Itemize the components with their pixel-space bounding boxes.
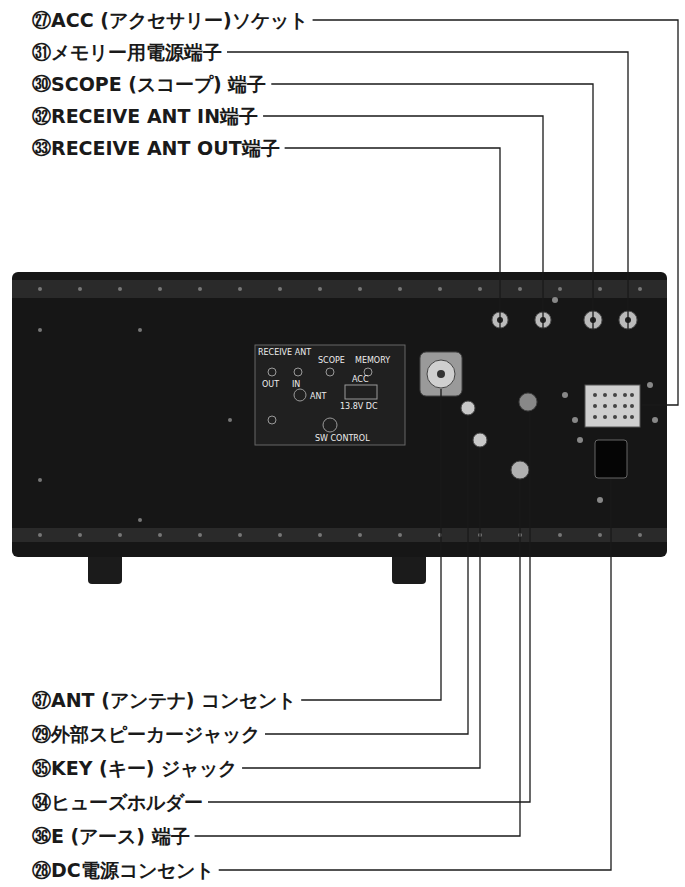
- callout-label: ㉛メモリー用電源端子: [32, 40, 222, 64]
- acc-socket: [585, 385, 640, 427]
- leader-line: [227, 52, 628, 330]
- rivets: [38, 287, 642, 537]
- callout-label: ㉞ヒューズホルダー: [32, 790, 203, 814]
- panel-marking: ANT: [310, 392, 326, 402]
- panel-marking: RECEIVE ANT: [258, 348, 311, 358]
- callout-label: ㉚SCOPE (スコープ) 端子: [32, 72, 266, 96]
- leader-line: [313, 20, 678, 405]
- speaker-jack: [461, 401, 475, 415]
- callout-label: ㉟KEY (キー) ジャック: [32, 756, 237, 780]
- panel-marking: ACC: [352, 375, 369, 385]
- leader-line: [265, 416, 468, 734]
- leader-line: [195, 480, 520, 836]
- leader-line: [242, 448, 480, 768]
- panel-marking: SCOPE: [318, 356, 345, 366]
- label-plate: [255, 345, 405, 445]
- leader-line: [219, 479, 611, 870]
- callout-label: ㉗ACC (アクセサリー)ソケット: [32, 8, 308, 32]
- top-rim: [12, 280, 667, 298]
- callout-label: ㊱E (アース) 端子: [32, 824, 190, 848]
- panel-marking: 13.8V DC: [340, 402, 378, 412]
- leader-line: [271, 84, 593, 330]
- callout-label: ㊲ANT (アンテナ) コンセント: [32, 688, 296, 712]
- callout-label: ㉜RECEIVE ANT IN端子: [32, 104, 258, 128]
- rear-housing: [12, 272, 667, 557]
- panel-marking: SW CONTROL: [315, 434, 370, 444]
- callout-label: ㉙外部スピーカージャック: [32, 722, 260, 746]
- key-jack: [473, 433, 487, 447]
- bottom-rim: [12, 528, 667, 542]
- panel-marking: IN: [292, 380, 300, 390]
- callout-label: ㉝RECEIVE ANT OUT端子: [32, 136, 280, 160]
- leader-line: [301, 389, 441, 700]
- rca-jacks: [492, 311, 637, 329]
- panel-marking: OUT: [262, 380, 279, 390]
- fuse-holder: [519, 393, 537, 411]
- leader-line: [263, 116, 543, 329]
- plate-symbols: [268, 368, 377, 432]
- leader-line: [285, 148, 500, 329]
- screws: [552, 297, 658, 503]
- dc-socket: [595, 440, 627, 478]
- callout-label: ㉘DC電源コンセント: [32, 858, 214, 882]
- panel-marking: MEMORY: [355, 356, 390, 366]
- earth-terminal: [511, 461, 529, 479]
